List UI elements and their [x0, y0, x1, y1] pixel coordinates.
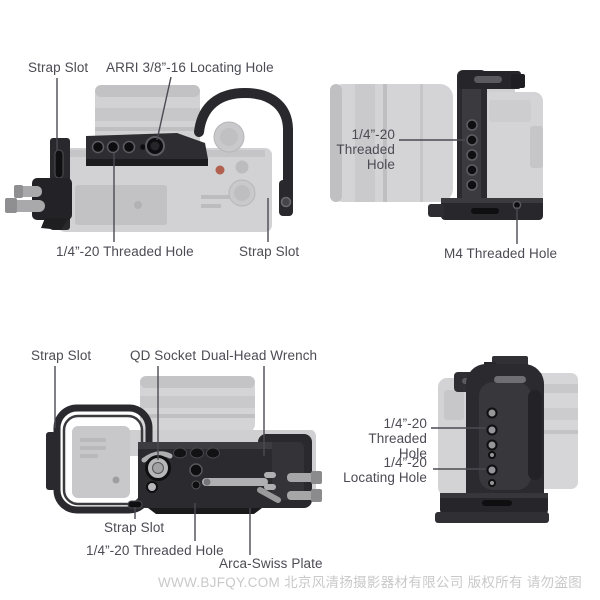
ghost-lens-bottom — [140, 376, 255, 433]
bottom-view-illustration — [46, 376, 322, 514]
leader-arri-locating-hole — [156, 76, 172, 141]
label-line: Threaded Hole — [368, 431, 427, 461]
watermark-text: WWW.BJFQY.COM 北京风清扬摄影器材有限公司 版权所有 请勿盗图 — [157, 575, 583, 590]
cage-clamp — [5, 178, 72, 230]
label-bottom-strap-slot: Strap Slot — [104, 520, 165, 535]
cage-bottom-plate — [127, 442, 272, 514]
cage-grip-body — [466, 364, 544, 514]
quarter-20-threaded-hole — [189, 463, 203, 477]
arca-swiss-dovetail — [148, 508, 262, 514]
label-top-strap-slot-right: Strap Slot — [239, 244, 300, 259]
thumbscrews — [287, 471, 322, 502]
strap-slot-screw — [280, 196, 292, 208]
ghost-dials — [213, 121, 256, 207]
label-line: 1/4”-20 — [351, 127, 395, 142]
label-right-threaded-hole: 1/4”-20 Threaded Hole — [305, 127, 395, 172]
label-line: 1/4”-20 — [383, 455, 427, 470]
quarter-20-threaded-hole — [106, 140, 120, 154]
top-view-illustration — [5, 85, 293, 232]
record-button-dot — [215, 165, 225, 175]
cage-side-bar — [457, 70, 525, 212]
label-line: 1/4”-20 — [383, 416, 427, 431]
ghost-lens-side — [330, 84, 453, 202]
quarter-20-locating-hole — [486, 464, 498, 476]
quarter-20-threaded-hole — [486, 424, 498, 436]
label-qd-socket: QD Socket — [130, 348, 197, 363]
label-line: Threaded Hole — [336, 142, 395, 172]
ghost-lens-right — [535, 373, 578, 489]
dual-head-wrench — [202, 472, 281, 503]
label-left-threaded-hole: 1/4”-20 Threaded Hole — [337, 416, 427, 461]
label-left-locating-hole: 1/4”-20 Locating Hole — [337, 455, 427, 485]
label-bottom-strap-slot-left: Strap Slot — [31, 348, 92, 363]
cage-top-bar — [86, 133, 208, 166]
label-arri-locating-hole: ARRI 3/8”-16 Locating Hole — [106, 60, 274, 75]
label-bottom-threaded-hole: 1/4”-20 Threaded Hole — [86, 543, 224, 558]
label-line: Locating Hole — [343, 470, 427, 485]
cage-grip-arc — [194, 87, 293, 216]
left-side-view-illustration — [435, 356, 578, 523]
label-arca-swiss-plate: Arca-Swiss Plate — [219, 556, 323, 571]
cage-base-left — [435, 493, 549, 523]
label-dual-head-wrench: Dual-Head Wrench — [201, 348, 318, 363]
label-m4-threaded-hole: M4 Threaded Hole — [444, 246, 558, 261]
quarter-20-threaded-hole — [466, 134, 478, 146]
label-top-strap-slot-left: Strap Slot — [28, 60, 89, 75]
right-side-view-illustration — [330, 70, 543, 220]
label-top-threaded-hole: 1/4”-20 Threaded Hole — [56, 244, 194, 259]
